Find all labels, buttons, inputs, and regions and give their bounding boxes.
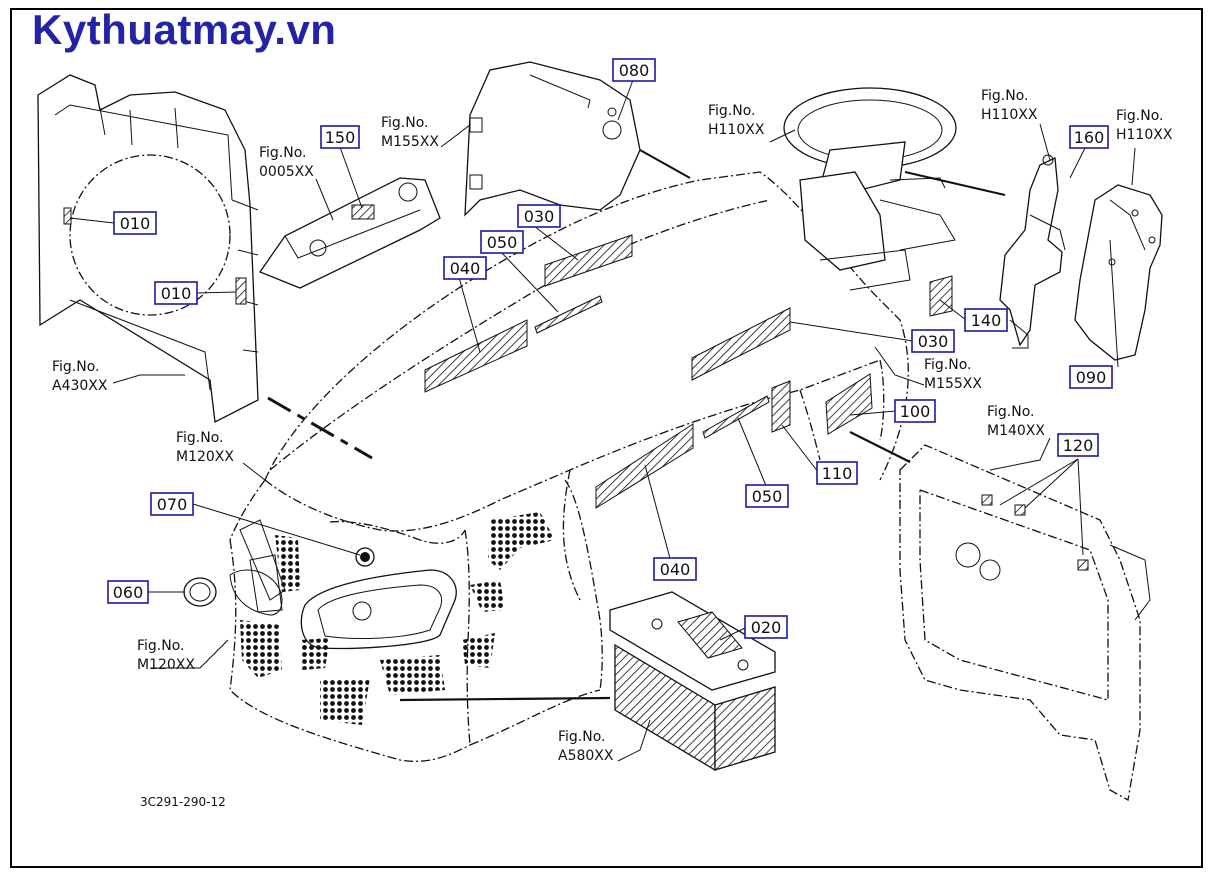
svg-text:H110XX: H110XX xyxy=(1116,127,1173,143)
sticker-140 xyxy=(929,275,953,317)
fig-ref-m140: Fig.No. M140XX xyxy=(987,404,1045,439)
part-label-120: 120 xyxy=(1057,433,1099,457)
svg-text:H110XX: H110XX xyxy=(708,122,765,138)
svg-text:Fig.No.: Fig.No. xyxy=(52,359,100,375)
svg-text:120: 120 xyxy=(1063,436,1094,455)
svg-text:H110XX: H110XX xyxy=(981,107,1038,123)
svg-text:070: 070 xyxy=(157,495,188,514)
sticker-040-side xyxy=(595,423,694,509)
battery xyxy=(609,591,776,772)
part-label-050-b: 050 xyxy=(745,484,789,508)
part-label-160: 160 xyxy=(1069,125,1109,149)
sticker-050-side xyxy=(702,395,770,439)
svg-text:090: 090 xyxy=(1076,368,1107,387)
svg-text:0005XX: 0005XX xyxy=(259,164,314,180)
hood-body xyxy=(229,171,909,762)
fig-ref-m155-top: Fig.No. M155XX xyxy=(381,115,439,150)
fig-ref-0005: Fig.No. 0005XX xyxy=(259,145,314,180)
site-watermark: Kythuatmay.vn xyxy=(32,6,337,53)
svg-text:A430XX: A430XX xyxy=(52,378,108,394)
sticker-030-side xyxy=(691,307,791,381)
svg-text:Fig.No.: Fig.No. xyxy=(1116,108,1164,124)
fig-ref-a580: Fig.No. A580XX xyxy=(558,729,614,764)
part-label-010-b: 010 xyxy=(154,281,198,305)
part-label-040-a: 040 xyxy=(443,256,487,280)
rear-panel xyxy=(899,444,1151,802)
svg-text:010: 010 xyxy=(161,284,192,303)
svg-text:150: 150 xyxy=(325,128,356,147)
svg-text:A580XX: A580XX xyxy=(558,748,614,764)
emblem-and-cap xyxy=(183,547,375,607)
svg-text:040: 040 xyxy=(450,259,481,278)
svg-text:M120XX: M120XX xyxy=(137,657,195,673)
svg-text:Fig.No.: Fig.No. xyxy=(924,357,972,373)
sticker-050-top xyxy=(534,295,603,334)
part-label-050-a: 050 xyxy=(480,230,524,254)
svg-text:100: 100 xyxy=(900,402,931,421)
svg-text:030: 030 xyxy=(918,332,949,351)
part-label-080: 080 xyxy=(612,58,656,82)
radiator-shroud xyxy=(37,74,259,424)
part-label-060: 060 xyxy=(107,580,149,604)
fig-ref-a430: Fig.No. A430XX xyxy=(52,359,108,394)
svg-text:050: 050 xyxy=(487,233,518,252)
drawing-frame xyxy=(10,8,1203,868)
part-label-150: 150 xyxy=(320,125,360,149)
svg-text:030: 030 xyxy=(524,207,555,226)
svg-text:060: 060 xyxy=(113,583,144,602)
svg-text:Fig.No.: Fig.No. xyxy=(558,729,606,745)
part-label-030-a: 030 xyxy=(517,204,561,228)
svg-text:Fig.No.: Fig.No. xyxy=(259,145,307,161)
part-label-090: 090 xyxy=(1069,365,1113,389)
svg-text:140: 140 xyxy=(971,311,1002,330)
svg-text:110: 110 xyxy=(822,464,853,483)
part-label-040-b: 040 xyxy=(653,557,697,581)
svg-text:Fig.No.: Fig.No. xyxy=(708,103,756,119)
fig-ref-m120-top: Fig.No. M120XX xyxy=(176,430,234,465)
sticker-110 xyxy=(771,380,791,433)
part-label-020: 020 xyxy=(744,615,788,639)
svg-text:M155XX: M155XX xyxy=(381,134,439,150)
svg-text:050: 050 xyxy=(752,487,783,506)
svg-text:020: 020 xyxy=(751,618,782,637)
svg-text:160: 160 xyxy=(1074,128,1105,147)
svg-text:080: 080 xyxy=(619,61,650,80)
decal-patches xyxy=(240,512,555,725)
leader-lines xyxy=(69,79,1136,762)
part-label-140: 140 xyxy=(964,308,1008,332)
fig-ref-m155-right: Fig.No. M155XX xyxy=(924,357,982,392)
svg-text:Fig.No.: Fig.No. xyxy=(176,430,224,446)
svg-text:M140XX: M140XX xyxy=(987,423,1045,439)
mount-bracket xyxy=(999,154,1066,349)
svg-text:010: 010 xyxy=(120,214,151,233)
side-panel xyxy=(464,61,641,217)
part-label-110: 110 xyxy=(816,461,858,485)
fig-ref-m120-bottom: Fig.No. M120XX xyxy=(137,638,195,673)
part-label-010-a: 010 xyxy=(113,211,157,235)
fig-ref-h110-mid: Fig.No. H110XX xyxy=(981,88,1038,123)
valve-cover xyxy=(259,177,441,289)
fig-ref-h110-center: Fig.No. H110XX xyxy=(708,103,765,138)
svg-text:M120XX: M120XX xyxy=(176,449,234,465)
part-label-100: 100 xyxy=(894,399,936,423)
fig-ref-h110-right: Fig.No. H110XX xyxy=(1116,108,1173,143)
sticker-100 xyxy=(825,373,873,435)
sticker-030-top xyxy=(544,234,633,287)
svg-text:M155XX: M155XX xyxy=(924,376,982,392)
svg-text:Fig.No.: Fig.No. xyxy=(987,404,1035,420)
svg-text:040: 040 xyxy=(660,560,691,579)
steering-dash xyxy=(783,87,957,291)
svg-text:Fig.No.: Fig.No. xyxy=(381,115,429,131)
svg-text:Fig.No.: Fig.No. xyxy=(981,88,1029,104)
svg-text:Fig.No.: Fig.No. xyxy=(137,638,185,654)
drawing-code: 3C291-290-12 xyxy=(140,795,226,809)
part-label-030-b: 030 xyxy=(911,329,955,353)
part-label-070: 070 xyxy=(150,492,194,516)
sticker-040-top xyxy=(424,319,528,393)
hood-stickers xyxy=(424,234,953,509)
side-cover xyxy=(1074,184,1163,361)
assembly-arrows xyxy=(267,149,1006,702)
